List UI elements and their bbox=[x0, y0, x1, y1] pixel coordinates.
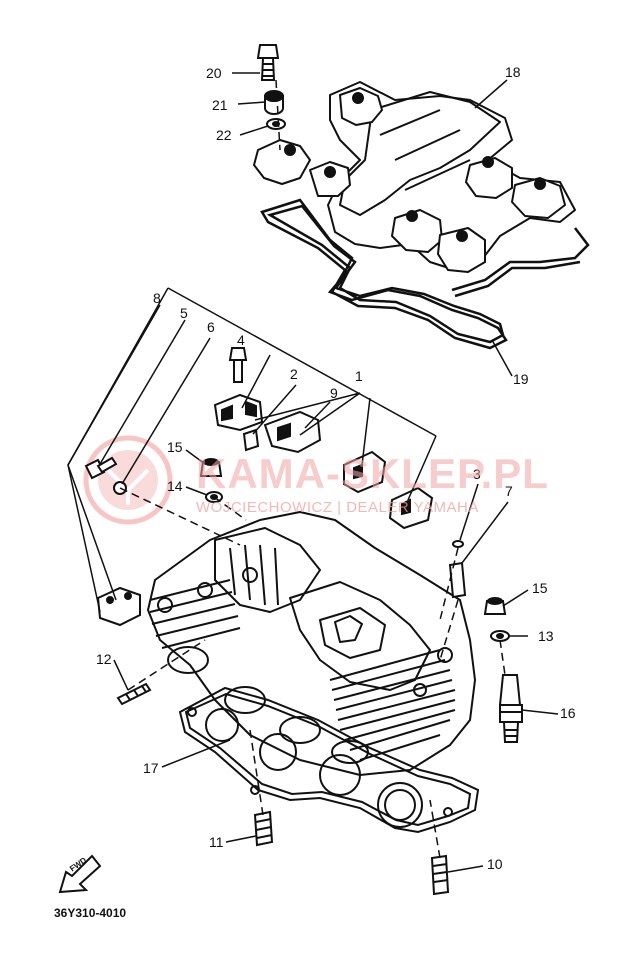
head-gasket bbox=[178, 686, 480, 834]
watermark-subtitle: WOJCIECHOWICZ | DEALER YAMAHA bbox=[196, 499, 479, 516]
part-label-22: 22 bbox=[216, 127, 232, 143]
cover-bolt-set bbox=[256, 44, 286, 130]
cylinder-head bbox=[147, 511, 476, 776]
reference-code: 36Y310-4010 bbox=[54, 906, 127, 920]
part-label-15-left: 15 bbox=[167, 439, 183, 455]
part-label-1: 1 bbox=[355, 368, 363, 384]
bracket-left bbox=[96, 586, 141, 627]
leader-lines bbox=[67, 72, 559, 873]
part-label-18: 18 bbox=[505, 64, 521, 80]
part-label-15-right: 15 bbox=[532, 580, 548, 596]
cylinder-head-cover bbox=[253, 81, 576, 273]
forward-arrow-icon bbox=[58, 854, 102, 894]
plug-washer-right bbox=[483, 597, 510, 642]
part-label-5: 5 bbox=[180, 305, 188, 321]
part-label-3: 3 bbox=[473, 466, 481, 482]
part-label-10: 10 bbox=[487, 856, 503, 872]
part-label-12: 12 bbox=[96, 651, 112, 667]
watermark-logo bbox=[83, 435, 173, 525]
cover-gasket bbox=[260, 198, 590, 350]
part-label-9: 9 bbox=[330, 385, 338, 401]
part-label-14: 14 bbox=[167, 478, 183, 494]
camshaft-caps bbox=[213, 347, 434, 530]
watermark-brand: KAMA-SKLEP.PL bbox=[196, 450, 549, 497]
part-label-7: 7 bbox=[505, 483, 513, 499]
dowel-pin-right bbox=[448, 540, 467, 599]
part-label-2: 2 bbox=[290, 366, 298, 382]
part-label-6: 6 bbox=[207, 319, 215, 335]
part-label-8: 8 bbox=[153, 290, 161, 306]
part-label-11: 11 bbox=[209, 834, 224, 850]
spark-plug bbox=[498, 674, 523, 743]
part-label-20: 20 bbox=[206, 65, 222, 81]
part-label-21: 21 bbox=[212, 97, 228, 113]
part-label-4: 4 bbox=[237, 332, 245, 348]
studs bbox=[116, 682, 450, 896]
part-label-17: 17 bbox=[143, 760, 159, 776]
part-label-16: 16 bbox=[560, 705, 576, 721]
part-label-13: 13 bbox=[538, 628, 554, 644]
part-label-19: 19 bbox=[513, 371, 529, 387]
